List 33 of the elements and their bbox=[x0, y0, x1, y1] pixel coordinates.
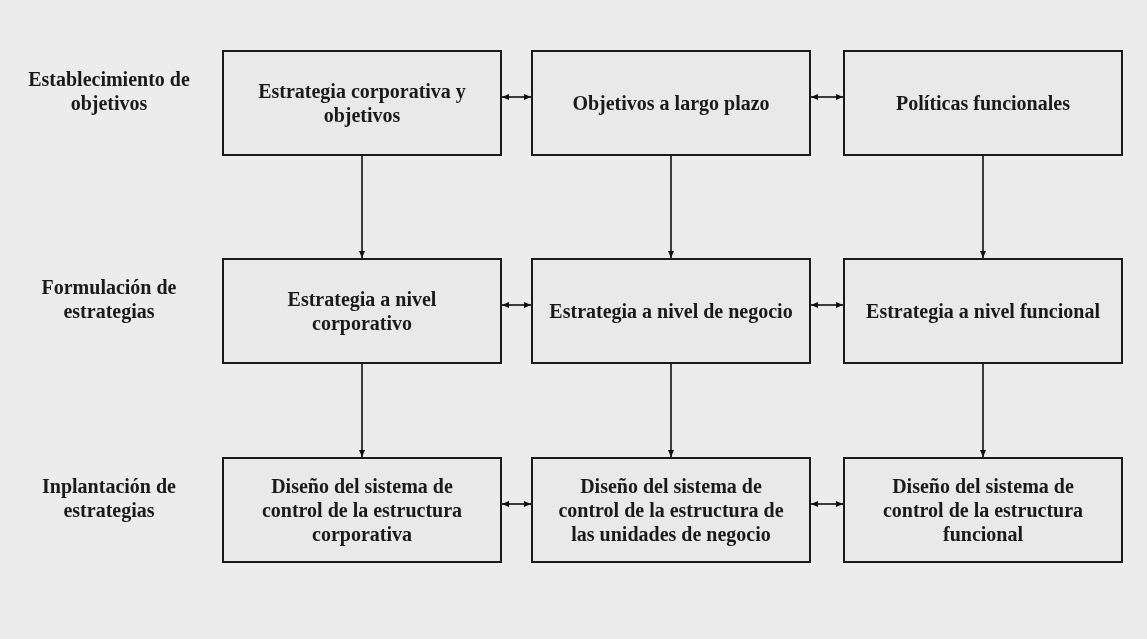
process-box bbox=[222, 258, 502, 364]
arrow bbox=[668, 363, 674, 458]
process-box bbox=[531, 50, 811, 156]
arrow bbox=[359, 363, 365, 458]
process-box bbox=[222, 457, 502, 563]
box-text: Estrategia corporativa y objetivos bbox=[257, 79, 467, 127]
arrow bbox=[810, 501, 844, 507]
process-box bbox=[222, 50, 502, 156]
process-box bbox=[531, 457, 811, 563]
arrow bbox=[980, 363, 986, 458]
arrow bbox=[668, 155, 674, 259]
box-text: Estrategia a nivel funcional bbox=[866, 299, 1100, 323]
row-label: Establecimiento de objetivos bbox=[27, 67, 191, 115]
box-text: Estrategia a nivel de negocio bbox=[549, 299, 793, 323]
row-label: Inplantación de estrategias bbox=[41, 474, 177, 522]
box-text: Objetivos a largo plazo bbox=[572, 91, 770, 115]
process-box bbox=[843, 258, 1123, 364]
process-box bbox=[843, 457, 1123, 563]
arrow bbox=[501, 94, 532, 100]
process-box bbox=[531, 258, 811, 364]
arrow bbox=[980, 155, 986, 259]
box-text: Diseño del sistema de control de la estructura corporativa bbox=[260, 474, 464, 546]
arrow bbox=[501, 501, 532, 507]
row-label: Formulación de estrategias bbox=[40, 275, 178, 323]
arrow bbox=[501, 302, 532, 308]
arrow bbox=[810, 94, 844, 100]
box-text: Políticas funcionales bbox=[896, 91, 1070, 115]
process-box bbox=[843, 50, 1123, 156]
arrow bbox=[359, 155, 365, 259]
box-text: Diseño del sistema de control de la estructura de las unidades de negocio bbox=[557, 474, 785, 546]
box-text: Estrategia a nivel corporativo bbox=[286, 287, 438, 335]
box-text: Diseño del sistema de control de la estructura funcional bbox=[881, 474, 1085, 546]
arrow bbox=[810, 302, 844, 308]
